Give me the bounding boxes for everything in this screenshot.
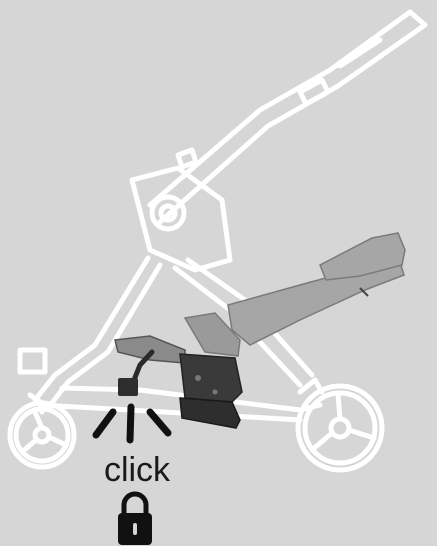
- click-label: click: [92, 453, 182, 487]
- lock-icon: [118, 494, 152, 545]
- frame-tubes: [20, 258, 320, 420]
- rear-wheel: [298, 380, 382, 470]
- push-handle: [150, 12, 425, 222]
- seat-unit: [185, 233, 405, 356]
- folding-hinge: [132, 150, 230, 270]
